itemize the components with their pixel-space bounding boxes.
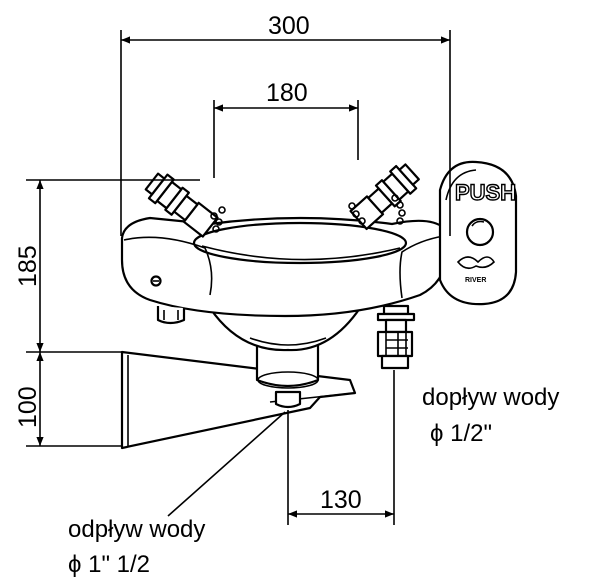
- water-inlet-connector: [376, 304, 416, 370]
- dimension-180: 180: [213, 79, 359, 178]
- basin-bowl: [120, 216, 450, 352]
- dimension-300-label: 300: [268, 12, 310, 40]
- dimension-130-label: 130: [320, 486, 362, 514]
- wall-bracket: [120, 350, 357, 450]
- river-logo-icon: [456, 256, 496, 270]
- right-chain: [348, 194, 406, 225]
- drain-callout: odpływ wody ϕ 1" 1/2: [68, 411, 286, 578]
- dimension-185: 185: [14, 179, 200, 353]
- inlet-size: ϕ 1/2": [430, 420, 492, 447]
- dimension-185-label: 185: [14, 245, 42, 287]
- dimension-100-label: 100: [14, 386, 42, 428]
- brand-label: RIVER: [465, 277, 486, 284]
- drain-size: ϕ 1" 1/2: [68, 551, 150, 578]
- inlet-title: dopływ wody: [422, 384, 559, 411]
- dimension-130: 130: [287, 370, 395, 525]
- inlet-callout: dopływ wody ϕ 1/2": [422, 384, 559, 447]
- left-chain: [210, 206, 226, 233]
- dimension-300: 300: [120, 12, 451, 236]
- right-spray-nozzle: [349, 163, 420, 231]
- push-plate: PUSH RIVER: [438, 160, 518, 306]
- push-label: PUSH: [455, 180, 516, 205]
- drain-title: odpływ wody: [68, 516, 205, 543]
- dimension-100: 100: [14, 352, 122, 447]
- left-spray-nozzle: [144, 172, 219, 238]
- dimension-180-label: 180: [266, 79, 308, 107]
- drain-outlet: [255, 343, 320, 409]
